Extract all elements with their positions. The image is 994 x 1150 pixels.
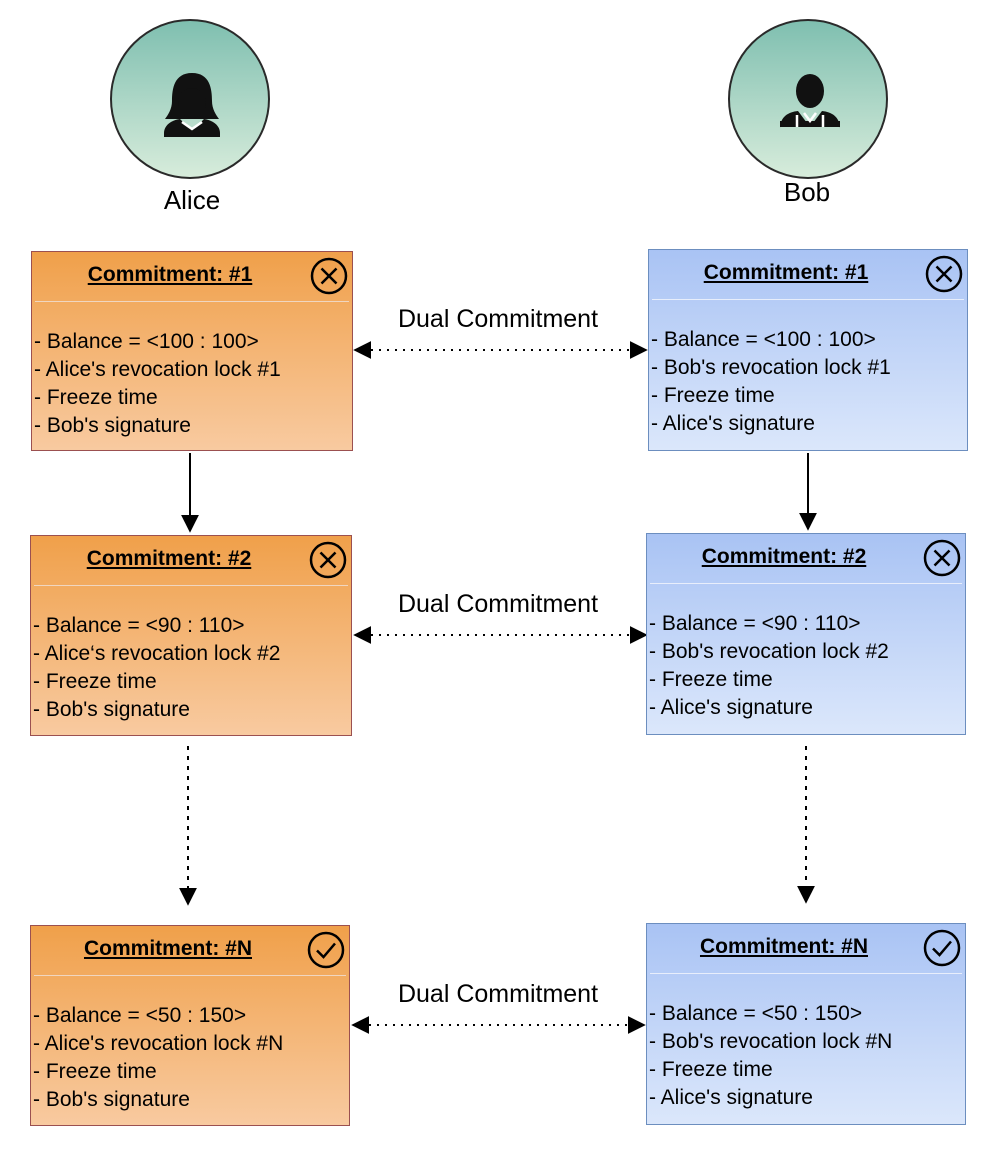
card-header: Commitment: #N — [647, 924, 965, 972]
card-divider — [34, 585, 348, 586]
freeze-time-line: - Freeze time — [649, 668, 773, 691]
freeze-time-line: - Freeze time — [33, 670, 157, 693]
check-circle-icon — [307, 931, 345, 969]
card-lines: - Balance = <90 : 110> - Bob's revocatio… — [649, 610, 889, 722]
card-lines: - Balance = <100 : 100> - Bob's revocati… — [651, 326, 891, 438]
close-circle-icon — [310, 257, 348, 295]
revocation-lock-line: - Alice's revocation lock #N — [33, 1032, 284, 1055]
dual-commitment-label-3: Dual Commitment — [397, 980, 599, 1008]
card-title: Commitment: #2 — [701, 545, 867, 568]
card-title: Commitment: #N — [699, 935, 868, 958]
revocation-lock-line: - Bob's revocation lock #1 — [651, 356, 891, 379]
bob-commitment-2: Commitment: #2 - Balance = <90 : 110> - … — [646, 533, 966, 735]
bob-name: Bob — [783, 177, 831, 207]
dual-commitment-label-2: Dual Commitment — [397, 590, 599, 618]
card-header: Commitment: #2 — [31, 536, 351, 584]
card-divider — [652, 299, 964, 300]
close-circle-icon — [925, 255, 963, 293]
bob-avatar — [728, 19, 888, 179]
bob-commitment-1: Commitment: #1 - Balance = <100 : 100> -… — [648, 249, 968, 451]
alice-commitment-1: Commitment: #1 - Balance = <100 : 100> -… — [31, 251, 353, 451]
balance-line: - Balance = <90 : 110> — [33, 614, 245, 637]
signature-line: - Alice's signature — [649, 696, 813, 719]
signature-line: - Bob's signature — [33, 1088, 190, 1111]
man-user-icon — [780, 74, 840, 129]
card-header: Commitment: #1 — [32, 252, 352, 300]
woman-user-icon — [164, 73, 220, 137]
card-divider — [35, 301, 349, 302]
card-lines: - Balance = <100 : 100> - Alice's revoca… — [34, 328, 281, 440]
alice-avatar — [110, 19, 270, 179]
freeze-time-line: - Freeze time — [33, 1060, 157, 1083]
revocation-lock-line: - Alice's revocation lock #1 — [34, 358, 281, 381]
card-title: Commitment: #N — [83, 937, 252, 960]
revocation-lock-line: - Bob's revocation lock #N — [649, 1030, 893, 1053]
alice-commitment-n: Commitment: #N - Balance = <50 : 150> - … — [30, 925, 350, 1126]
revocation-lock-line: - Bob's revocation lock #2 — [649, 640, 889, 663]
signature-line: - Alice's signature — [651, 412, 815, 435]
freeze-time-line: - Freeze time — [651, 384, 775, 407]
balance-line: - Balance = <50 : 150> — [649, 1002, 863, 1025]
check-circle-icon — [923, 929, 961, 967]
balance-line: - Balance = <100 : 100> — [34, 330, 259, 353]
card-title: Commitment: #1 — [87, 263, 253, 286]
card-divider — [650, 973, 962, 974]
balance-line: - Balance = <50 : 150> — [33, 1004, 247, 1027]
balance-line: - Balance = <100 : 100> — [651, 328, 876, 351]
close-circle-icon — [309, 541, 347, 579]
card-divider — [34, 975, 346, 976]
card-lines: - Balance = <50 : 150> - Bob's revocatio… — [649, 1000, 892, 1112]
freeze-time-line: - Freeze time — [649, 1058, 773, 1081]
freeze-time-line: - Freeze time — [34, 386, 158, 409]
signature-line: - Alice's signature — [649, 1086, 813, 1109]
close-circle-icon — [923, 539, 961, 577]
card-divider — [650, 583, 962, 584]
revocation-lock-line: - Alice‘s revocation lock #2 — [33, 642, 281, 665]
balance-line: - Balance = <90 : 110> — [649, 612, 861, 635]
bob-commitment-n: Commitment: #N - Balance = <50 : 150> - … — [646, 923, 966, 1125]
card-title: Commitment: #1 — [703, 261, 869, 284]
card-lines: - Balance = <90 : 110> - Alice‘s revocat… — [33, 612, 280, 724]
card-header: Commitment: #N — [31, 926, 349, 974]
dual-commitment-label-1: Dual Commitment — [397, 305, 599, 333]
alice-name: Alice — [163, 185, 221, 215]
alice-commitment-2: Commitment: #2 - Balance = <90 : 110> - … — [30, 535, 352, 736]
card-header: Commitment: #2 — [647, 534, 965, 582]
card-title: Commitment: #2 — [86, 547, 252, 570]
card-lines: - Balance = <50 : 150> - Alice's revocat… — [33, 1002, 283, 1114]
card-header: Commitment: #1 — [649, 250, 967, 298]
signature-line: - Bob's signature — [33, 698, 190, 721]
signature-line: - Bob's signature — [34, 414, 191, 437]
